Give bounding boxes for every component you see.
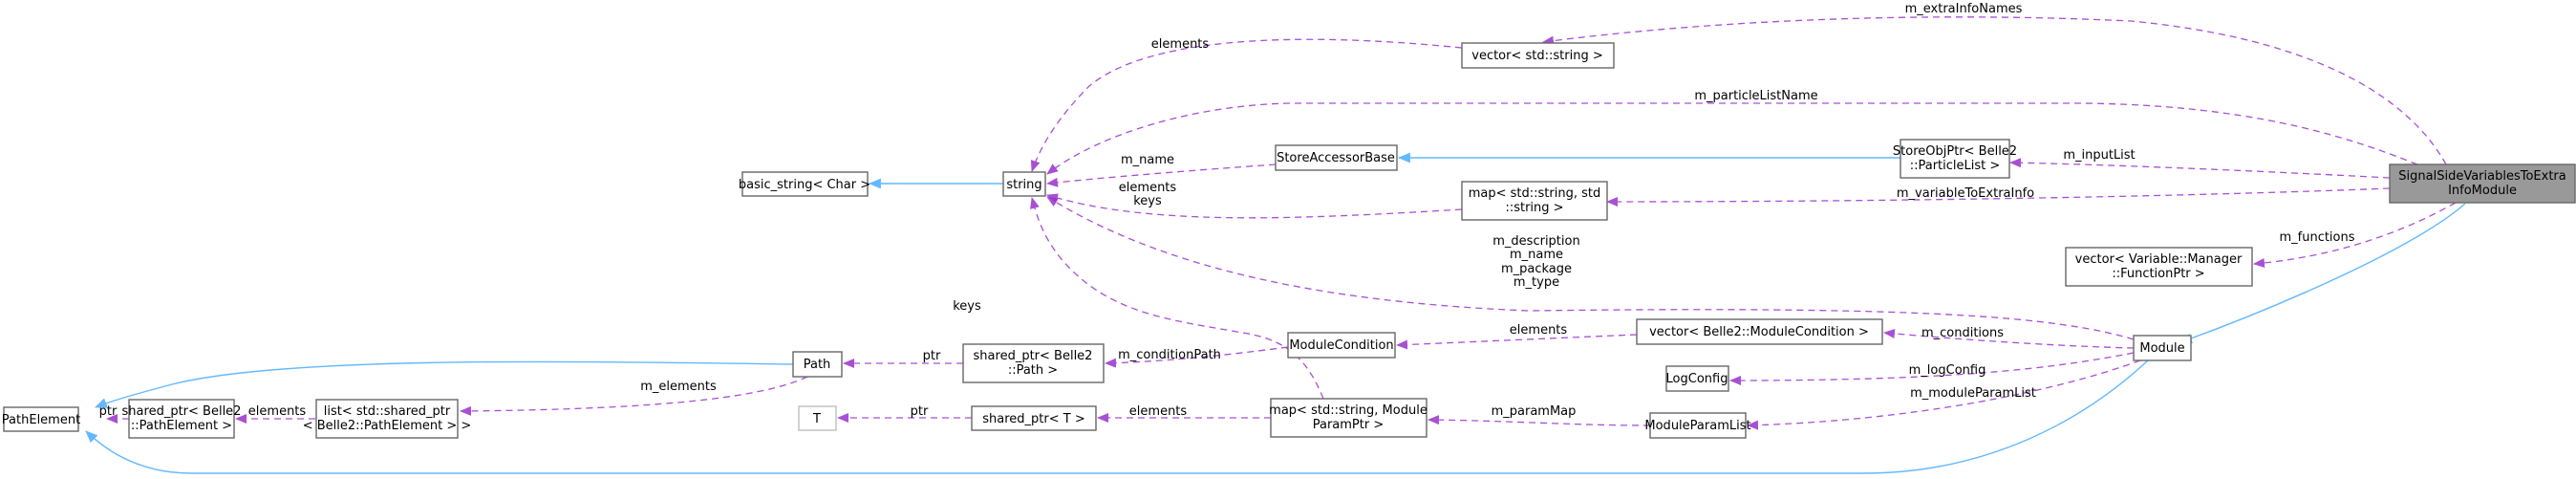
node-label: LogConfig	[1666, 372, 1728, 386]
node-label: list< std::shared_ptr	[324, 404, 451, 419]
node-vector-string[interactable]: vector< std::string >	[1461, 42, 1615, 69]
node-label: SignalSideVariablesToExtra	[2398, 169, 2565, 184]
node-shared-ptr-t[interactable]: shared_ptr< T >	[971, 405, 1097, 431]
node-label: < Belle2::PathElement > >	[303, 419, 472, 433]
node-label: shared_ptr< Belle2	[974, 349, 1093, 363]
edge-module-param-list-map	[1428, 415, 1651, 426]
node-label: vector< Belle2::ModuleCondition >	[1649, 325, 1869, 339]
edge-label-m-extra-info-names: m_extraInfoNames	[1905, 2, 2023, 16]
node-path-element[interactable]: PathElement	[2, 406, 80, 432]
edge-module-module-param-list	[1747, 359, 2141, 430]
node-label: Path	[804, 358, 831, 372]
node-label: InfoModule	[2448, 184, 2517, 198]
edge-label-elements-keys-1: elements	[1119, 181, 1177, 195]
node-label: ::ParticleList >	[1910, 159, 2001, 173]
edge-label-m-type: m_type	[1513, 275, 1559, 290]
node-list-shared-ptr-path-element[interactable]: list< std::shared_ptr < Belle2::PathElem…	[303, 399, 472, 439]
edge-label-m-param-map: m_paramMap	[1492, 404, 1577, 419]
node-t[interactable]: T	[798, 405, 837, 431]
edge-label-m-module-param-list: m_moduleParamList	[1910, 386, 2036, 401]
node-log-config[interactable]: LogConfig	[1665, 365, 1729, 392]
edge-label-m-particle-list-name: m_particleListName	[1694, 89, 1817, 103]
edge-label-ptr-path: ptr	[923, 349, 941, 363]
edge-label-elements-shared-ptr-t: elements	[1129, 404, 1188, 419]
node-label: ::FunctionPtr >	[2112, 267, 2204, 281]
edge-label-elements-conditions: elements	[1510, 323, 1568, 337]
edge-module-to-path-element	[85, 359, 2149, 474]
node-label: ModuleParamList	[1644, 419, 1750, 433]
edge-label-m-condition-path: m_conditionPath	[1118, 348, 1221, 362]
edge-label-m-description: m_description	[1492, 234, 1579, 249]
edge-label-m-conditions: m_conditions	[1921, 326, 2004, 340]
node-module[interactable]: Module	[2133, 335, 2192, 361]
node-store-obj-ptr-particle-list[interactable]: StoreObjPtr< Belle2 ::ParticleList >	[1893, 139, 2017, 179]
edge-label-m-name: m_name	[1121, 153, 1174, 167]
node-label: PathElement	[2, 413, 80, 427]
node-label: ParamPtr >	[1313, 418, 1385, 432]
node-label: string	[1006, 178, 1041, 192]
node-shared-ptr-path-element[interactable]: shared_ptr< Belle2 ::PathElement >	[122, 399, 242, 439]
node-label: shared_ptr< Belle2	[122, 404, 242, 419]
edge-path-list	[460, 376, 808, 416]
node-label: Module	[2139, 341, 2184, 356]
edge-label-ptr-path-element: ptr	[99, 404, 118, 419]
node-module-condition[interactable]: ModuleCondition	[1287, 332, 1396, 359]
node-map-module-param-ptr[interactable]: map< std::string, Module ParamPtr >	[1269, 398, 1428, 438]
edge-label-m-log-config: m_logConfig	[1909, 363, 1986, 378]
node-vector-module-condition[interactable]: vector< Belle2::ModuleCondition >	[1636, 318, 1883, 345]
edge-path-to-path-element	[94, 360, 794, 408]
node-label: StoreObjPtr< Belle2	[1893, 144, 2017, 159]
edge-module-vector-module-condition	[1883, 329, 2135, 349]
node-shared-ptr-path[interactable]: shared_ptr< Belle2 ::Path >	[962, 343, 1105, 383]
edge-focus-string-particle-list	[1046, 102, 2418, 175]
node-label: map< std::string, std	[1469, 186, 1601, 201]
edge-focus-store-obj-ptr	[2009, 158, 2391, 179]
node-label: basic_string< Char >	[739, 178, 870, 192]
edge-focus-map-string-string	[1606, 187, 2391, 207]
edge-label-keys: keys	[953, 299, 981, 314]
node-string[interactable]: string	[1002, 171, 1046, 197]
edge-label-m-elements: m_elements	[640, 380, 717, 394]
edge-focus-vector-string	[1542, 16, 2447, 165]
edge-module-string	[1046, 196, 2135, 340]
edge-vector-string-string	[1030, 38, 1463, 172]
node-map-string-string[interactable]: map< std::string, std ::string >	[1461, 181, 1608, 221]
edge-label-m-name-module: m_name	[1510, 248, 1563, 262]
edge-module-to-focus	[2179, 203, 2466, 344]
edge-label-m-variable-to-extra-info: m_variableToExtraInfo	[1897, 186, 2034, 201]
node-path[interactable]: Path	[792, 351, 843, 378]
node-label: ModuleCondition	[1289, 338, 1393, 353]
edge-label-elements-keys-2: keys	[1133, 194, 1162, 208]
node-label: vector< Variable::Manager	[2075, 252, 2243, 267]
node-signal-side-variables-to-extra-info-module[interactable]: SignalSideVariablesToExtra InfoModule	[2389, 163, 2576, 204]
node-label: shared_ptr< T >	[982, 412, 1084, 426]
node-label: ::PathElement >	[131, 419, 232, 433]
edge-focus-vector-function-ptr	[2253, 202, 2457, 269]
node-label: ::string >	[1505, 201, 1563, 215]
node-vector-function-ptr[interactable]: vector< Variable::Manager ::FunctionPtr …	[2065, 247, 2253, 287]
edge-label-elements: elements	[1151, 37, 1210, 52]
node-module-param-list[interactable]: ModuleParamList	[1644, 412, 1751, 439]
node-basic-string[interactable]: basic_string< Char >	[739, 171, 870, 197]
edge-label-elements-list: elements	[248, 404, 307, 419]
edge-module-condition-shared-ptr-path	[1105, 346, 1289, 368]
node-store-accessor-base[interactable]: StoreAccessorBase	[1275, 144, 1398, 171]
edge-label-m-input-list: m_inputList	[2063, 148, 2135, 163]
edge-store-accessor-base-string	[1046, 163, 1277, 187]
edge-map-string-string-string	[1046, 193, 1463, 219]
node-label: map< std::string, Module	[1269, 403, 1428, 418]
node-label: vector< std::string >	[1471, 49, 1602, 63]
edge-label-ptr-t: ptr	[911, 404, 929, 419]
node-label: StoreAccessorBase	[1277, 151, 1395, 165]
node-label: ::Path >	[1008, 363, 1058, 378]
edge-label-m-package: m_package	[1501, 262, 1572, 276]
edge-label-m-functions: m_functions	[2279, 230, 2354, 245]
node-label: T	[812, 412, 821, 426]
edge-vector-module-condition-module-condition	[1396, 334, 1638, 350]
